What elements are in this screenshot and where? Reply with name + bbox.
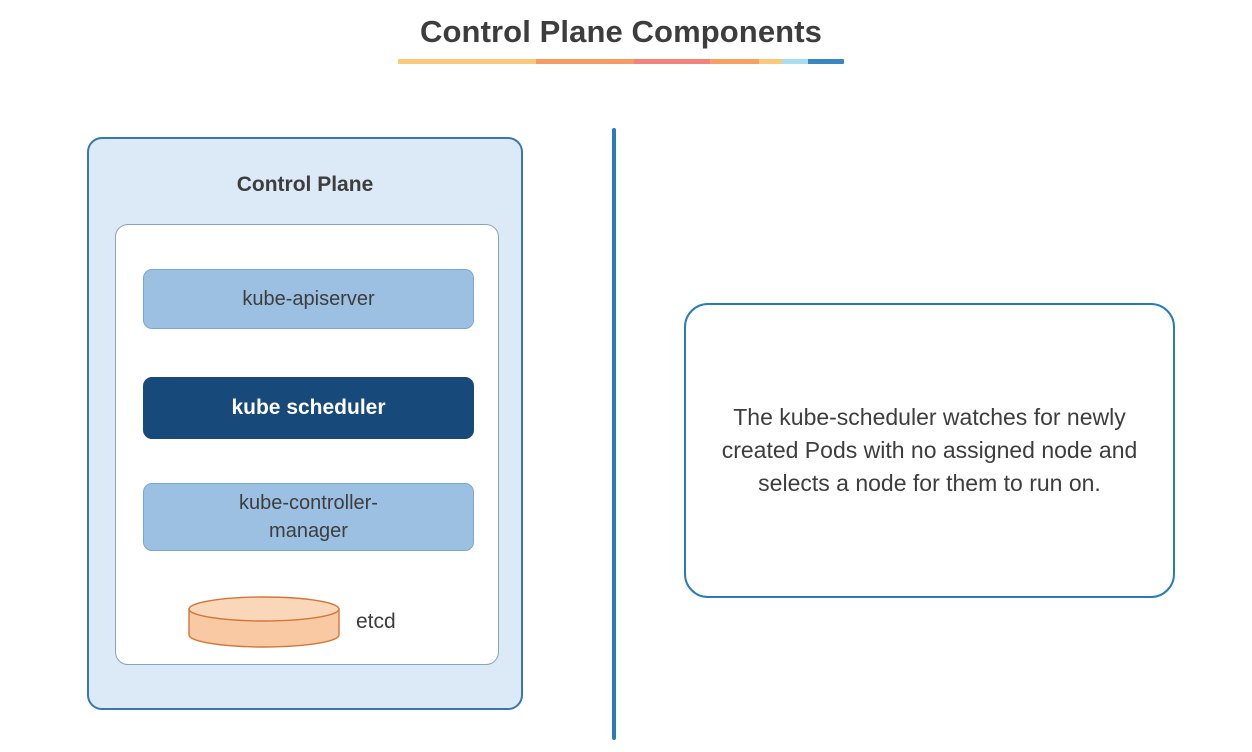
- component-etcd[interactable]: etcd: [143, 591, 474, 653]
- description-text: The kube-scheduler watches for newly cre…: [721, 404, 1138, 496]
- control-plane-container: Control Plane kube-apiserver kube schedu…: [87, 137, 523, 710]
- title-underline-bar: [398, 59, 844, 64]
- component-kube-scheduler-label: kube scheduler: [231, 396, 386, 419]
- title-underline-segment-1: [536, 59, 635, 64]
- component-etcd-label: etcd: [356, 610, 396, 633]
- title-underline-segment-4: [759, 59, 782, 64]
- component-kube-apiserver-label: kube-apiserver: [242, 288, 375, 310]
- component-kube-scheduler[interactable]: kube scheduler: [143, 377, 474, 439]
- component-kube-controller-manager-label-line1: kube-controller-: [239, 492, 378, 514]
- title-underline-segment-6: [808, 59, 844, 64]
- control-plane-title: Control Plane: [236, 173, 374, 196]
- title-underline-segment-3: [710, 59, 760, 64]
- component-kube-controller-manager-label-line2: manager: [269, 520, 348, 542]
- page-title: Control Plane Components: [420, 14, 822, 49]
- description-panel: The kube-scheduler watches for newly cre…: [684, 303, 1175, 598]
- control-plane-components-card: kube-apiserver kube scheduler kube-contr…: [115, 224, 499, 665]
- component-kube-controller-manager[interactable]: kube-controller- manager: [143, 483, 474, 551]
- title-underline-segment-2: [634, 59, 711, 64]
- database-cylinder-icon: [188, 596, 340, 648]
- title-underline-segment-5: [781, 59, 809, 64]
- title-underline-segment-0: [398, 59, 537, 64]
- title-block: Control Plane Components: [398, 10, 844, 64]
- component-kube-apiserver[interactable]: kube-apiserver: [143, 269, 474, 329]
- vertical-divider: [612, 128, 616, 740]
